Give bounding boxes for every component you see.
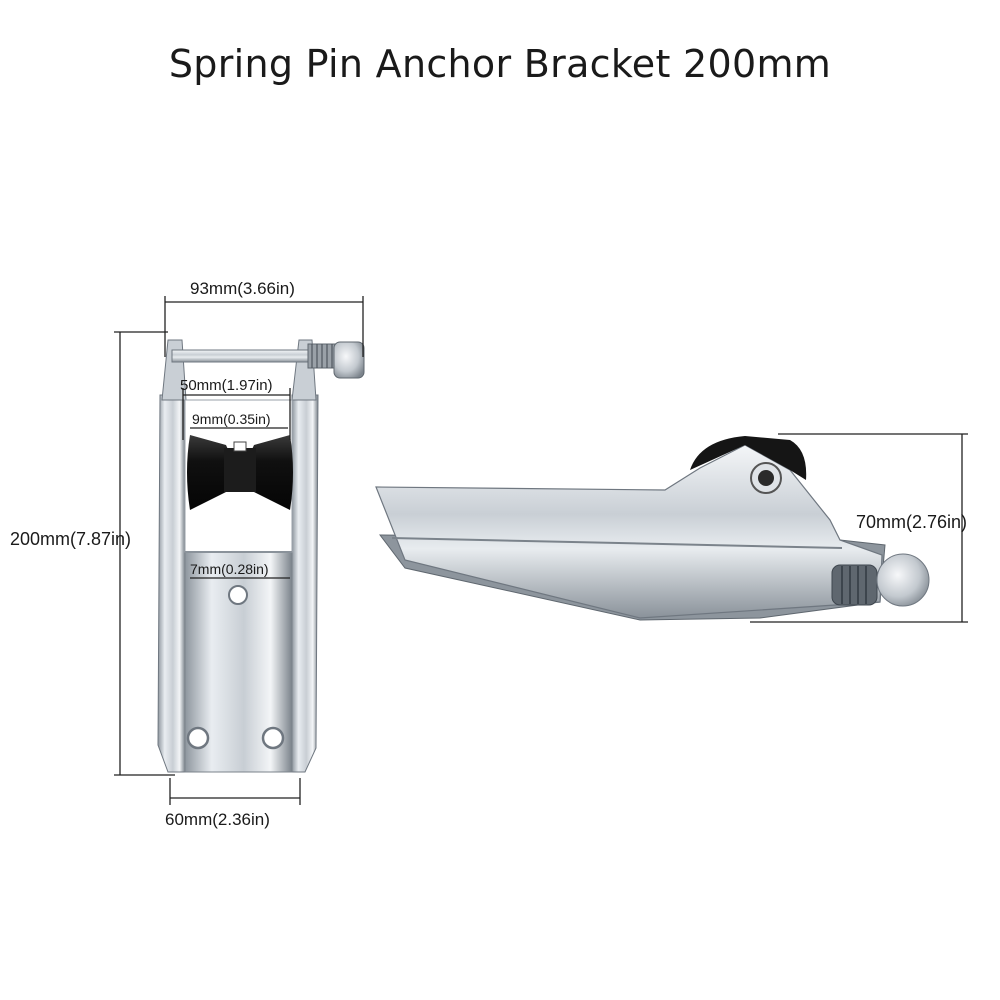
side-pin-spring xyxy=(831,564,878,606)
side-fold-line xyxy=(391,537,843,549)
left-flange xyxy=(157,394,186,773)
side-spring-coils xyxy=(841,566,867,604)
mount-hole-right xyxy=(261,726,285,750)
dim-inner-width: 50mm(1.97in) xyxy=(180,377,273,394)
dim-base-width: 60mm(2.36in) xyxy=(165,810,270,829)
roller-axle-hole xyxy=(758,470,774,486)
side-roller xyxy=(690,436,807,480)
dim-roller-gap: 9mm(0.35in) xyxy=(192,411,271,427)
page-title: Spring Pin Anchor Bracket 200mm xyxy=(168,42,832,86)
dimension-lines-left xyxy=(114,296,364,805)
pin-knob xyxy=(333,341,365,379)
dim-length: 200mm(7.87in) xyxy=(10,529,131,549)
right-flange xyxy=(291,394,319,773)
roller-gap-marker xyxy=(233,441,247,452)
spring-pin xyxy=(171,349,323,363)
bracket-side-view xyxy=(375,436,930,621)
dimension-lines-right xyxy=(750,433,968,623)
mount-hole-left xyxy=(186,726,210,750)
bracket-top-view xyxy=(157,339,365,773)
dim-height: 70mm(2.76in) xyxy=(856,512,967,532)
center-hole xyxy=(228,585,248,605)
roller-core xyxy=(224,448,256,492)
spring-coils xyxy=(311,344,333,368)
side-pin-knob xyxy=(876,553,930,607)
bow-roller xyxy=(187,435,293,510)
dim-top-width: 93mm(3.66in) xyxy=(190,279,295,298)
dim-hole-size: 7mm(0.28in) xyxy=(190,561,269,577)
